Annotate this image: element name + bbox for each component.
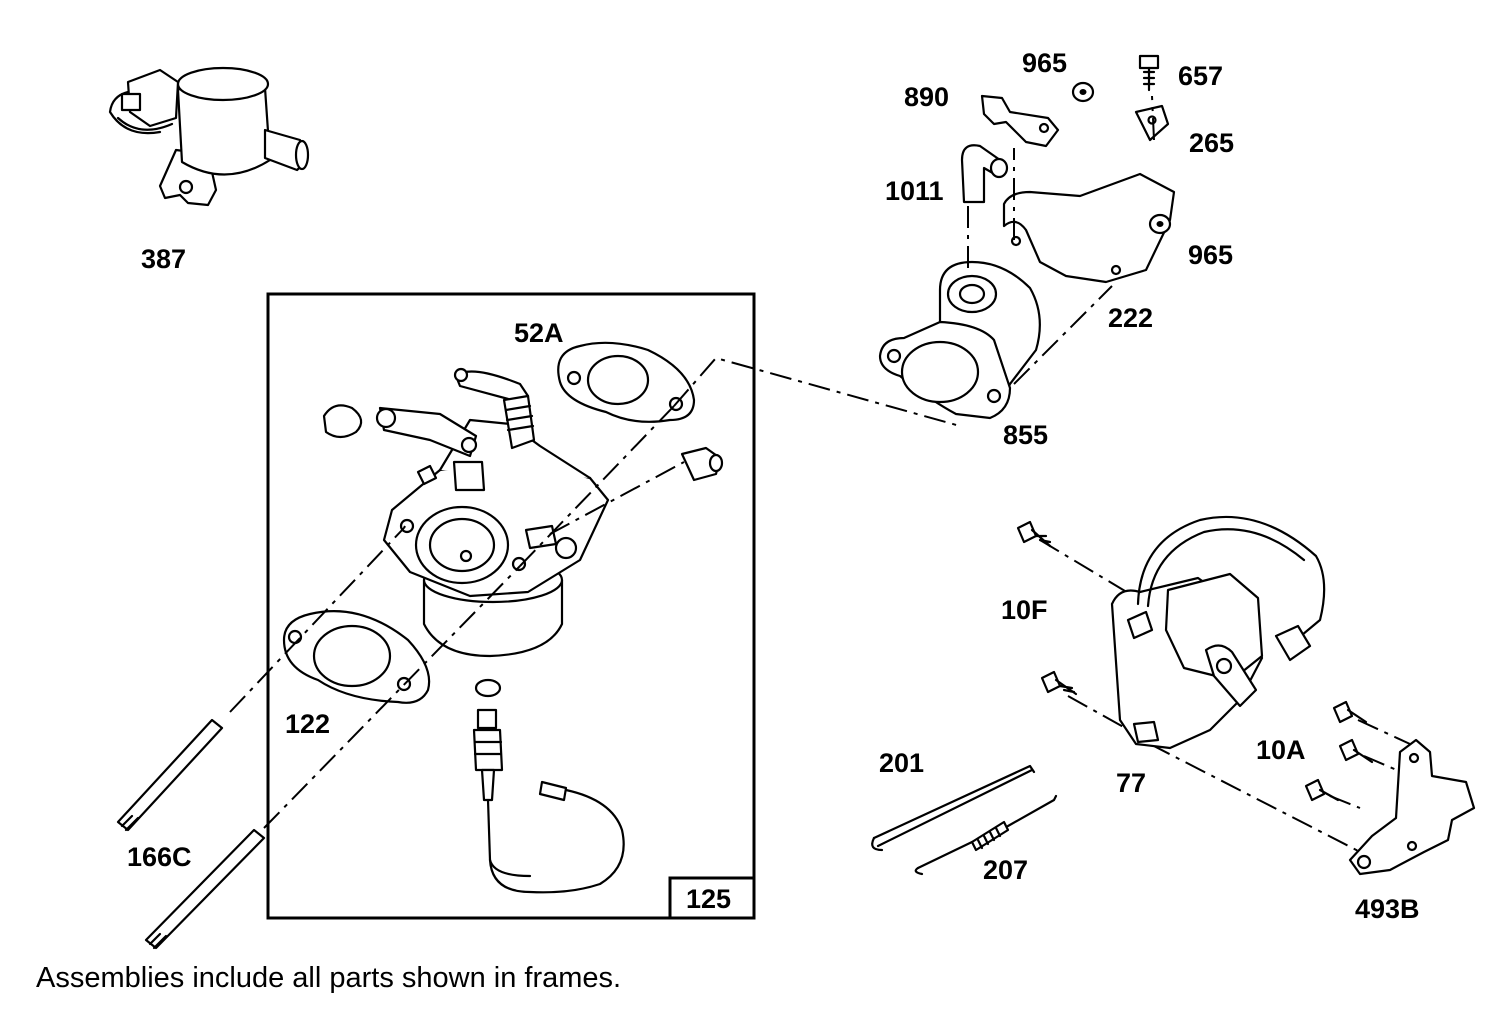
- label-1011: 1011: [885, 176, 944, 206]
- label-52A: 52A: [514, 318, 564, 348]
- label-890: 890: [904, 82, 950, 112]
- label-493B: 493B: [1355, 894, 1420, 924]
- carburetor-part: [322, 367, 610, 658]
- alignment-lines: [229, 95, 1411, 857]
- label-965-lower: 965: [1188, 240, 1234, 270]
- label-387: 387: [141, 244, 187, 274]
- label-125: 125: [686, 884, 732, 914]
- fuel-solenoid-part: [108, 66, 310, 207]
- screw-10F-part: [1016, 520, 1078, 696]
- screw-10A-part: [1304, 700, 1374, 802]
- governor-rod-201-part: [871, 764, 1036, 852]
- governor-spring-207-part: [914, 794, 1058, 876]
- footer-note: Assemblies include all parts shown in fr…: [36, 962, 622, 994]
- label-10F: 10F: [1001, 595, 1048, 625]
- bracket-493B-part: [1348, 738, 1476, 876]
- stud-166C-part: [116, 718, 266, 950]
- ignition-module-part: [1110, 515, 1326, 750]
- fuel-fitting-part: [680, 446, 724, 482]
- gasket-52A-part: [557, 341, 696, 423]
- label-10A: 10A: [1256, 735, 1306, 765]
- label-657: 657: [1178, 61, 1224, 91]
- label-222: 222: [1108, 303, 1154, 333]
- intake-elbow-part: [878, 54, 1176, 420]
- label-965-top: 965: [1022, 48, 1068, 78]
- label-207: 207: [983, 855, 1029, 885]
- assembly-frame-125: [266, 292, 756, 920]
- label-166C: 166C: [127, 842, 192, 872]
- label-265: 265: [1189, 128, 1235, 158]
- label-122: 122: [285, 709, 331, 739]
- label-77: 77: [1116, 768, 1147, 798]
- label-201: 201: [879, 748, 925, 778]
- gasket-122-part: [282, 610, 431, 704]
- label-855: 855: [1003, 420, 1049, 450]
- fuel-shutoff-solenoid-part: [472, 678, 625, 894]
